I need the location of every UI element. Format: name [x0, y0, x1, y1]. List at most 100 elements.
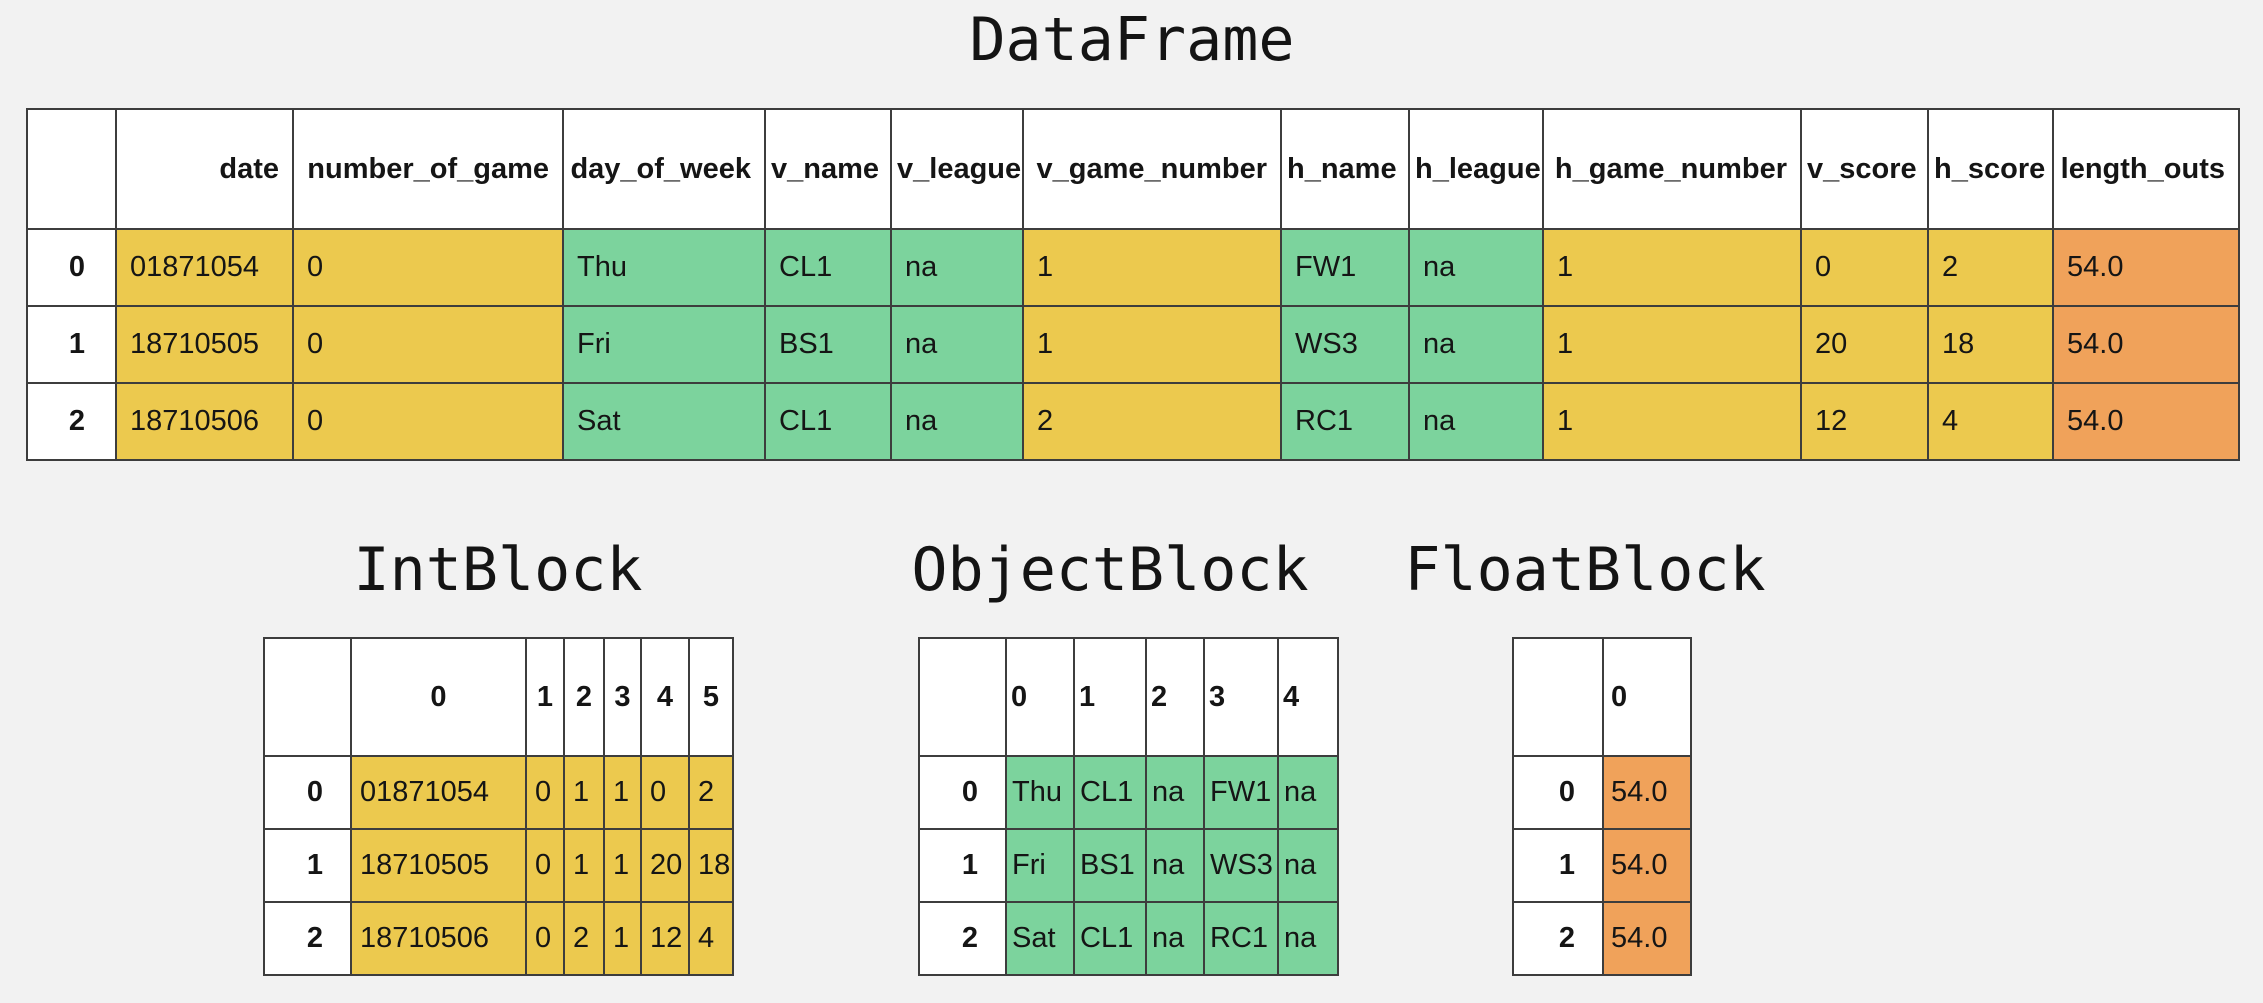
column-header: 5 [688, 637, 734, 757]
column-header-date: date [115, 108, 294, 230]
data-cell: 18710505 [350, 828, 527, 903]
int-block-row-2: 2 18710506 0 2 1 12 4 [263, 901, 734, 976]
column-header-v-score: v_score [1800, 108, 1929, 230]
data-cell: na [890, 382, 1024, 461]
column-header-h-game-number: h_game_number [1542, 108, 1802, 230]
column-header: 0 [350, 637, 527, 757]
data-cell: na [1277, 901, 1339, 976]
data-cell: na [1145, 755, 1205, 830]
int-block-row-0: 0 01871054 0 1 1 0 2 [263, 755, 734, 830]
data-cell: 1 [1022, 305, 1282, 384]
float-block-row-0: 0 54.0 [1512, 755, 1692, 830]
data-cell: 1 [563, 755, 605, 830]
data-cell: 0 [525, 755, 565, 830]
data-cell: 54.0 [2052, 305, 2240, 384]
index-cell: 2 [918, 901, 1007, 976]
data-cell: BS1 [1073, 828, 1147, 903]
data-cell: 20 [640, 828, 690, 903]
float-block-row-1: 1 54.0 [1512, 828, 1692, 903]
data-cell: 2 [688, 755, 734, 830]
int-block-header-row: 0 1 2 3 4 5 [263, 637, 734, 757]
corner-cell [263, 637, 352, 757]
object-block-row-0: 0 Thu CL1 na FW1 na [918, 755, 1339, 830]
data-cell: 12 [640, 901, 690, 976]
dataframe-row-1: 1 18710505 0 Fri BS1 na 1 WS3 na 1 20 18… [26, 305, 2240, 384]
index-cell: 2 [26, 382, 117, 461]
corner-cell [1512, 637, 1604, 757]
data-cell: 1 [1022, 228, 1282, 307]
data-cell: Sat [562, 382, 766, 461]
data-cell: 1 [1542, 382, 1802, 461]
data-cell: 4 [1927, 382, 2054, 461]
data-cell: CL1 [764, 382, 892, 461]
object-block-row-1: 1 Fri BS1 na WS3 na [918, 828, 1339, 903]
column-header: 4 [1277, 637, 1339, 757]
data-cell: na [1277, 828, 1339, 903]
data-cell: na [1408, 305, 1544, 384]
data-cell: 2 [563, 901, 605, 976]
data-cell: 2 [1927, 228, 2054, 307]
data-cell: na [890, 228, 1024, 307]
corner-cell [918, 637, 1007, 757]
data-cell: na [890, 305, 1024, 384]
data-cell: 01871054 [115, 228, 294, 307]
index-cell: 2 [263, 901, 352, 976]
int-block-table: 0 1 2 3 4 5 0 01871054 0 1 1 0 2 1 18710… [263, 637, 734, 976]
data-cell: 18710506 [115, 382, 294, 461]
data-cell: na [1408, 382, 1544, 461]
data-cell: 1 [603, 755, 642, 830]
column-header-h-score: h_score [1927, 108, 2054, 230]
data-cell: 18710505 [115, 305, 294, 384]
column-header: 3 [1203, 637, 1279, 757]
object-block-row-2: 2 Sat CL1 na RC1 na [918, 901, 1339, 976]
column-header: 1 [1073, 637, 1147, 757]
data-cell: CL1 [764, 228, 892, 307]
float-block-table: 0 0 54.0 1 54.0 2 54.0 [1512, 637, 1692, 976]
dataframe-row-2: 2 18710506 0 Sat CL1 na 2 RC1 na 1 12 4 … [26, 382, 2240, 461]
column-header: 3 [603, 637, 642, 757]
dataframe-header-row: date number_of_game day_of_week v_name v… [26, 108, 2240, 230]
dataframe-table: date number_of_game day_of_week v_name v… [26, 108, 2240, 461]
index-cell: 1 [918, 828, 1007, 903]
dataframe-row-0: 0 01871054 0 Thu CL1 na 1 FW1 na 1 0 2 5… [26, 228, 2240, 307]
data-cell: 54.0 [1602, 901, 1692, 976]
data-cell: na [1145, 901, 1205, 976]
float-block-row-2: 2 54.0 [1512, 901, 1692, 976]
data-cell: RC1 [1203, 901, 1279, 976]
column-header: 0 [1602, 637, 1692, 757]
column-header: 1 [525, 637, 565, 757]
object-block-table: 0 1 2 3 4 0 Thu CL1 na FW1 na 1 Fri BS1 … [918, 637, 1339, 976]
data-cell: 0 [1800, 228, 1929, 307]
data-cell: 0 [292, 382, 564, 461]
data-cell: WS3 [1280, 305, 1410, 384]
data-cell: Thu [1005, 755, 1075, 830]
data-cell: 18 [1927, 305, 2054, 384]
data-cell: Thu [562, 228, 766, 307]
data-cell: 0 [525, 901, 565, 976]
data-cell: 1 [603, 901, 642, 976]
object-block-title: ObjectBlock [911, 535, 1309, 605]
data-cell: 0 [525, 828, 565, 903]
column-header-v-name: v_name [764, 108, 892, 230]
int-block-row-1: 1 18710505 0 1 1 20 18 [263, 828, 734, 903]
data-cell: na [1145, 828, 1205, 903]
data-cell: na [1277, 755, 1339, 830]
index-cell: 1 [263, 828, 352, 903]
index-cell: 1 [1512, 828, 1604, 903]
column-header: 0 [1005, 637, 1075, 757]
int-block-title: IntBlock [353, 535, 643, 605]
data-cell: 54.0 [1602, 828, 1692, 903]
data-cell: CL1 [1073, 901, 1147, 976]
data-cell: 0 [292, 305, 564, 384]
data-cell: 2 [1022, 382, 1282, 461]
index-cell: 2 [1512, 901, 1604, 976]
index-cell: 0 [263, 755, 352, 830]
object-block-header-row: 0 1 2 3 4 [918, 637, 1339, 757]
data-cell: 0 [640, 755, 690, 830]
column-header: 4 [640, 637, 690, 757]
page-title: DataFrame [969, 5, 1295, 75]
data-cell: Fri [562, 305, 766, 384]
data-cell: 0 [292, 228, 564, 307]
column-header-v-league: v_league [890, 108, 1024, 230]
data-cell: 1 [603, 828, 642, 903]
